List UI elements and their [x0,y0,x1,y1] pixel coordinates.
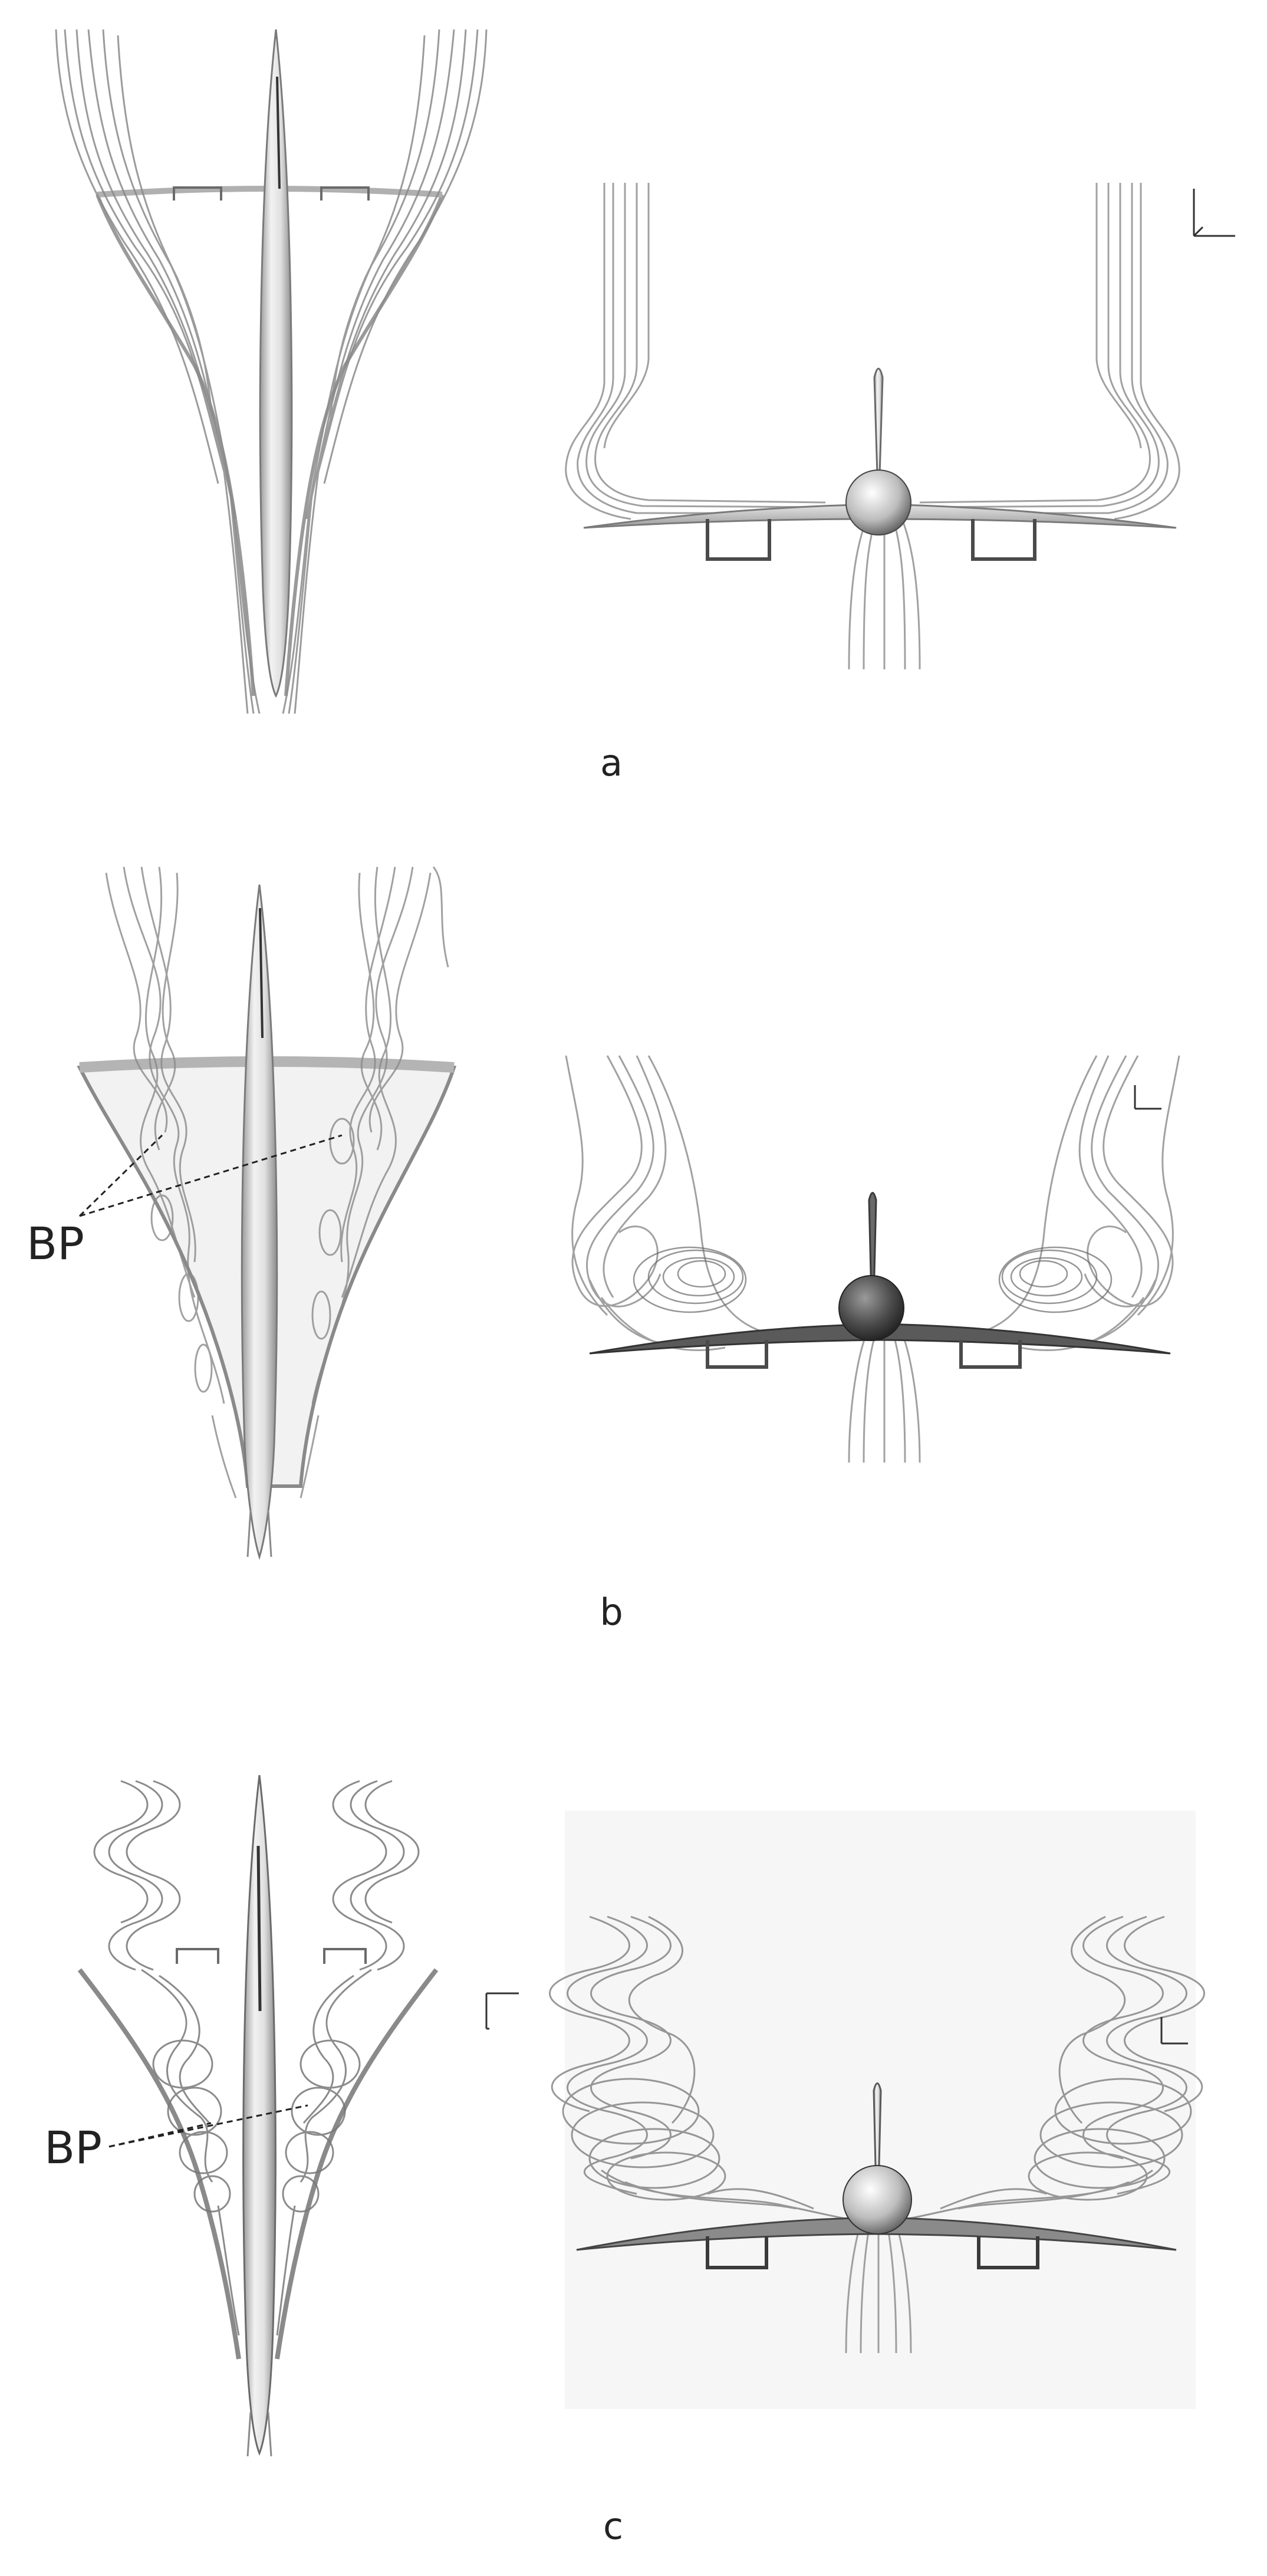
fuselage-top-c [242,1775,277,2456]
vortex-cluster-b-left [633,1246,747,1313]
panel-b-top-view: BP [27,866,457,1560]
bp-leader-lines-b [78,1134,343,1217]
bp-leader-lines-c [108,2104,308,2148]
axis-triad-icon [1160,2017,1188,2045]
streamlines-c-front-right [899,1915,1205,2222]
pylon-front-left-b [706,1340,768,1369]
streamlines-b-right [300,866,449,1499]
streamlines-a-right [282,29,488,714]
fuselage-front [845,469,911,535]
streamlines-a-left [55,29,261,714]
panel-c: BP [44,1775,1205,2548]
axis-triad-icon [1193,189,1235,237]
wing-outline-left [96,193,255,696]
panel-c-top-view: BP [44,1775,519,2457]
streamlines-c-front-left [549,1915,855,2222]
fuselage-top [259,29,293,698]
pylon-front-right [971,519,1036,561]
pylon-front-right-c [977,2236,1039,2269]
wing-outline-right [284,193,444,696]
panel-a: a [55,29,1235,784]
vortex-cluster-b-right [998,1246,1113,1313]
fuselage-front-b [838,1275,904,1341]
streamlines-b-left [105,866,237,1499]
pylon-front-left [706,519,771,561]
streamlines-a-front [565,183,1180,670]
panel-b-front-view [565,1055,1180,1463]
panel-b-caption: b [600,1591,623,1634]
pylon-front-left-c [706,2236,768,2269]
wing-outline-c-right [275,1968,439,2360]
fuselage-front-c [843,2165,912,2235]
panel-a-front-view [565,183,1235,670]
vertical-fin-c [873,2082,882,2192]
pylon-front-right-b [959,1340,1022,1369]
axis-triad-icon [1134,1085,1161,1110]
streamlines-c-left [93,1780,240,2336]
panel-c-caption: c [603,2505,623,2548]
fuselage-top-b [241,884,278,1560]
pylon-right [320,186,370,201]
vertical-fin-b [868,1192,877,1299]
panel-c-front-view [549,1811,1205,2409]
bp-callout-b: BP [27,1217,84,1270]
panel-a-top-view [55,29,488,714]
wing-outline-c-left [77,1968,241,2360]
pylon-left [173,186,222,201]
vertical-fin [873,367,884,476]
bp-callout-c: BP [44,2121,102,2174]
axis-triad-icon [485,1992,519,2030]
streamlines-c-right [276,1780,420,2336]
panel-a-caption: a [600,741,623,784]
panel-b: BP [27,866,1180,1634]
